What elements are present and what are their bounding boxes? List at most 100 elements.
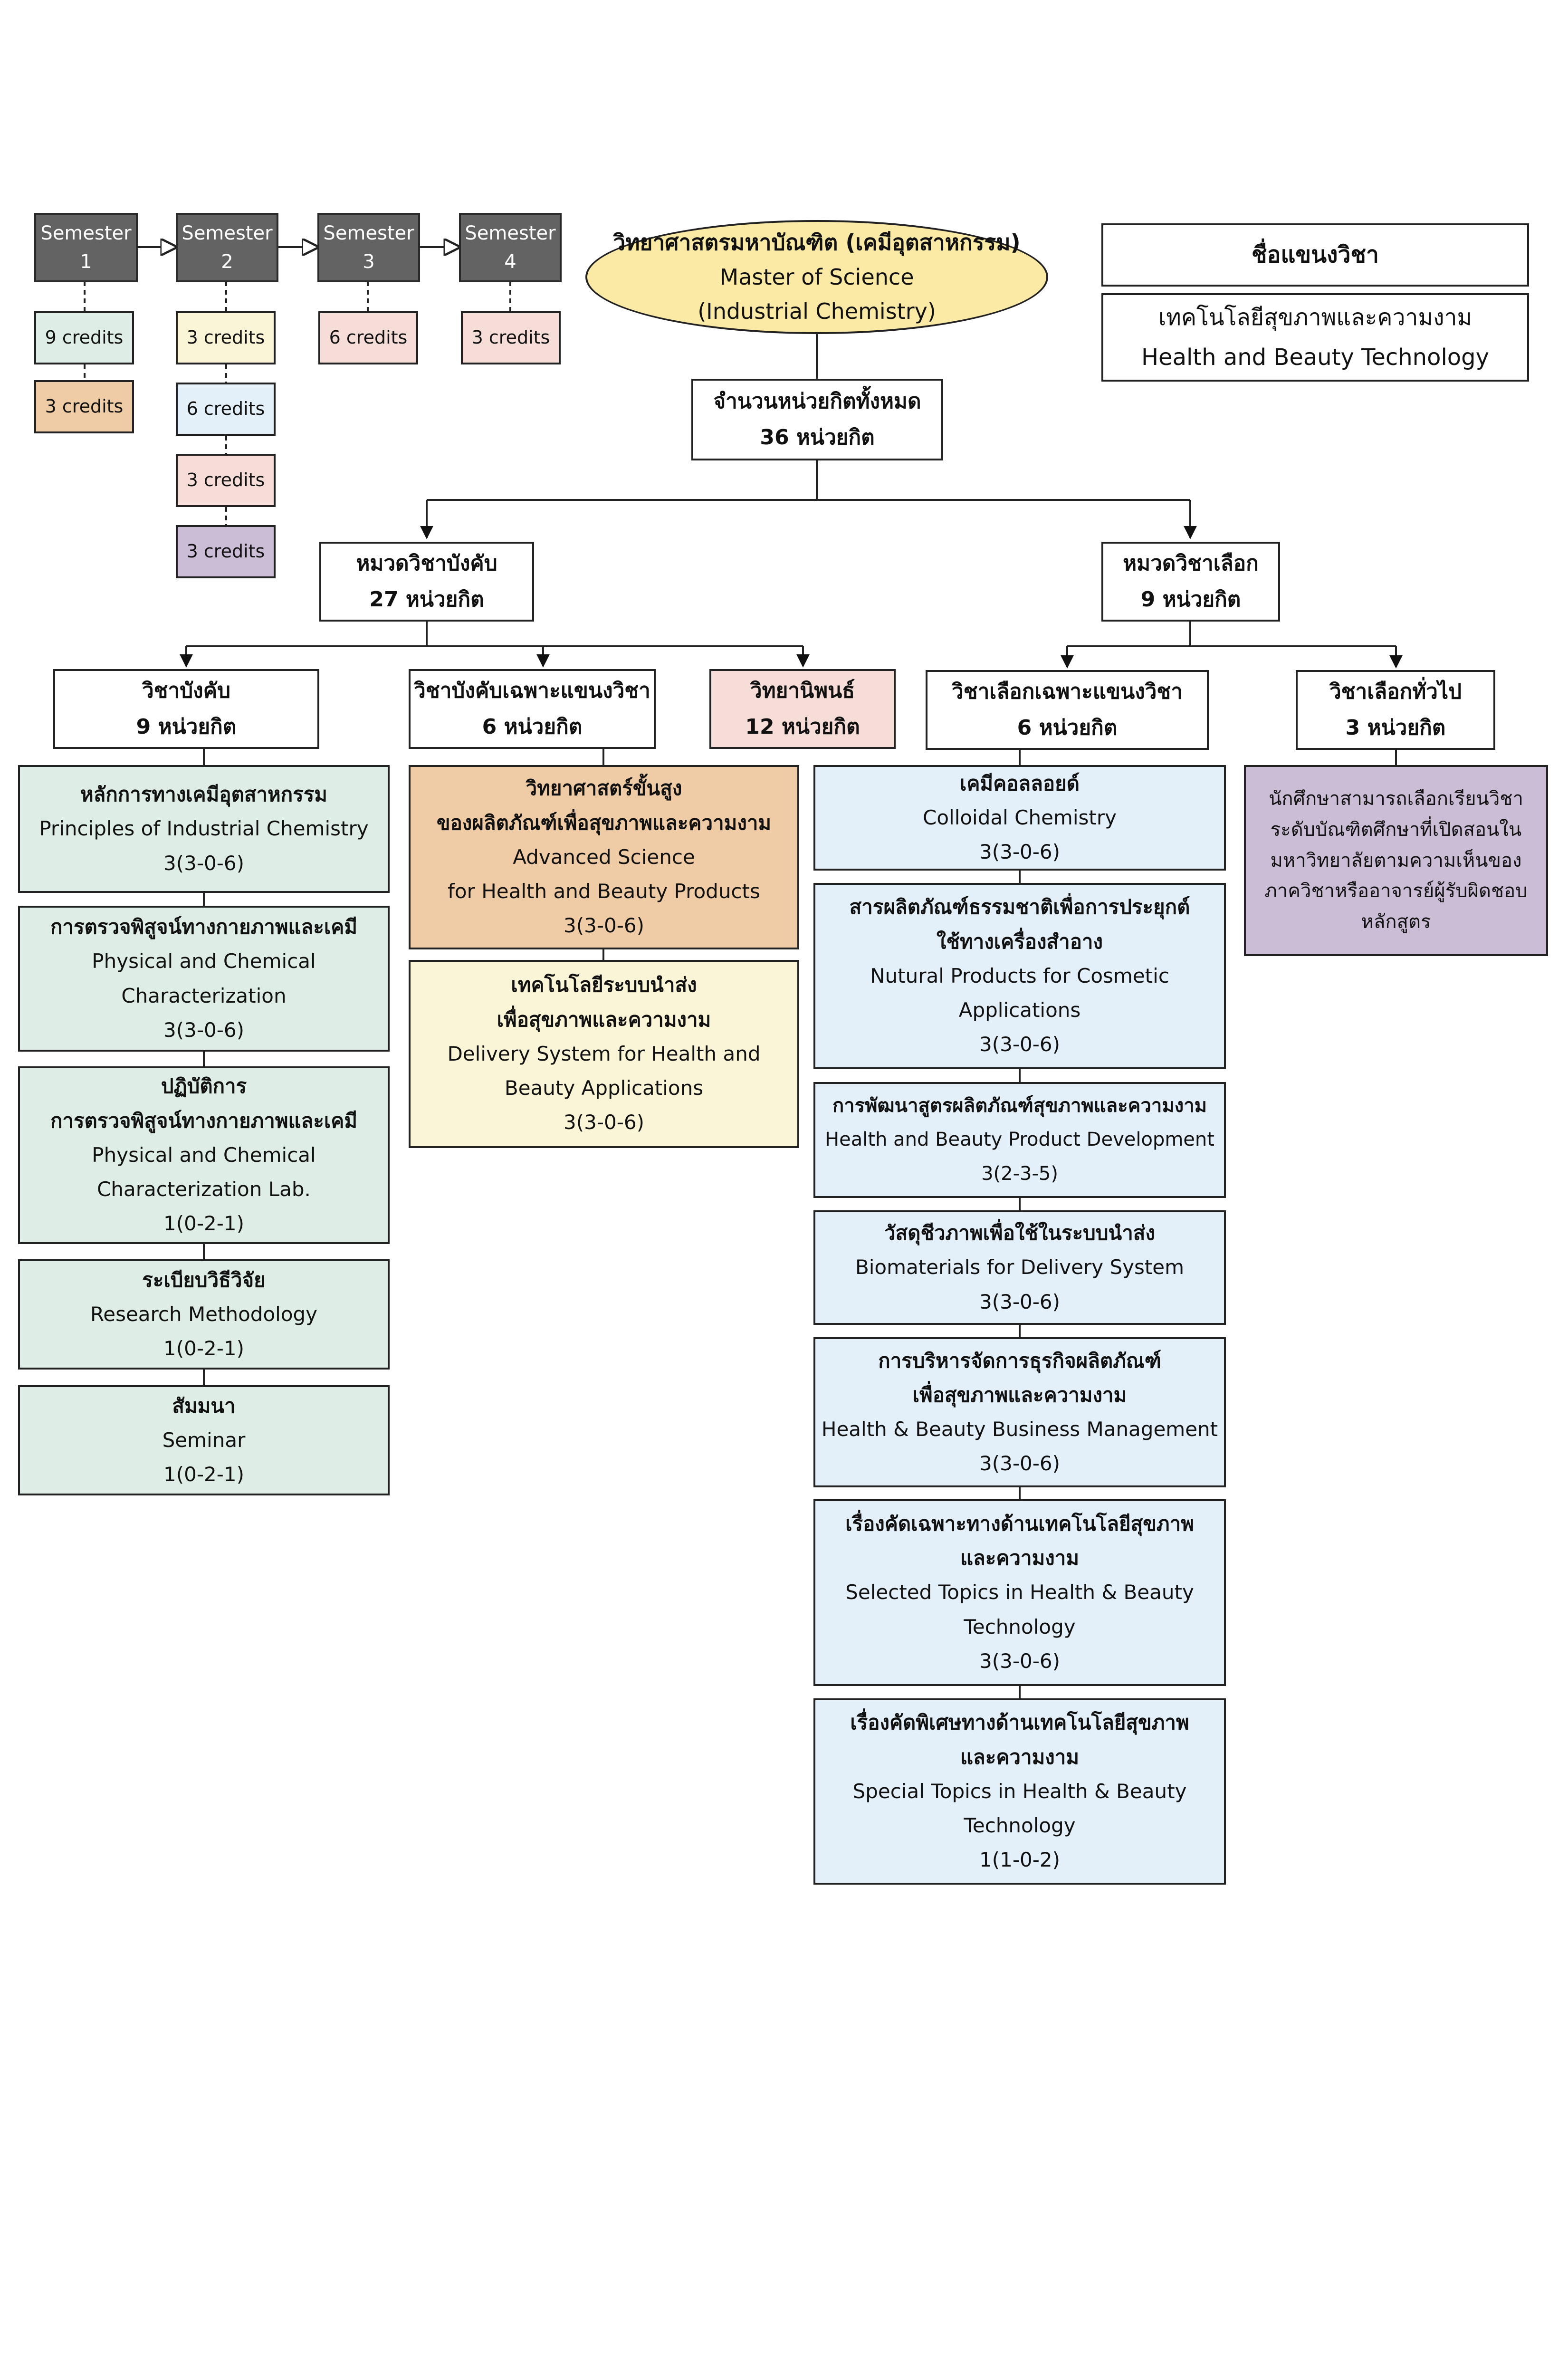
course-name-th: การตรวจพิสูจน์ทางกายภาพและเคมี	[50, 1109, 358, 1132]
course-name-en: Applications	[958, 998, 1081, 1022]
course-name-th: เรื่องคัดเฉพาะทางด้านเทคโนโลยีสุขภาพ	[845, 1512, 1194, 1535]
course-credits: 1(1-0-2)	[979, 1848, 1060, 1872]
course-name-th: ใช้ทางเครื่องสำอาง	[936, 929, 1103, 953]
course-credits: 3(3-0-6)	[564, 914, 644, 938]
course-name-th: วัสดุชีวภาพเพื่อใช้ในระบบนำส่ง	[884, 1221, 1155, 1245]
program-title-en: Master of Science	[719, 264, 914, 290]
course-name-th: เพื่อสุขภาพและความงาม	[497, 1007, 711, 1031]
course-name-th: การบริหารจัดการธุรกิจผลิตภัณฑ์	[878, 1349, 1161, 1372]
credit-box-s1-green: 9 credits	[34, 311, 134, 364]
course-name-en: Health & Beauty Business Management	[821, 1418, 1218, 1441]
course-credits: 1(0-2-1)	[163, 1463, 244, 1486]
semester-4-box: Semester 4	[459, 213, 562, 282]
elective-general-label: วิชาเลือกทั่วไป	[1329, 680, 1462, 704]
course-box: เรื่องคัดเฉพาะทางด้านเทคโนโลยีสุขภาพ และ…	[813, 1499, 1226, 1686]
semester-1-box: Semester 1	[34, 213, 138, 282]
course-box: สัมมนา Seminar 1(0-2-1)	[18, 1385, 390, 1495]
course-name-th: สารผลิตภัณฑ์ธรรมชาติเพื่อการประยุกต์	[849, 895, 1190, 919]
course-name-th: ระเบียบวิธีวิจัย	[142, 1268, 266, 1292]
course-credits: 3(3-0-6)	[163, 851, 244, 875]
program-title-th: วิทยาศาสตรมหาบัณฑิต (เคมีอุตสาหกรรม)	[613, 229, 1021, 255]
course-name-en: Characterization	[121, 984, 287, 1007]
course-name-en: Special Topics in Health & Beauty	[852, 1779, 1187, 1803]
credit-box-s2-purple: 3 credits	[176, 525, 276, 578]
credit-box-s1-orange: 3 credits	[34, 380, 134, 433]
course-credits: 1(0-2-1)	[163, 1212, 244, 1236]
course-name-th: วิทยาศาสตร์ขั้นสูง	[526, 776, 682, 800]
course-box: เคมีคอลลอยด์ Colloidal Chemistry 3(3-0-6…	[813, 765, 1226, 871]
course-name-en: Seminar	[162, 1428, 246, 1452]
course-credits: 3(3-0-6)	[979, 840, 1060, 864]
required-core-credits: 9 หน่วยกิต	[136, 715, 237, 739]
thesis-label: วิทยานิพนธ์	[750, 679, 855, 703]
track-name-box: เทคโนโลยีสุขภาพและความงาม Health and Bea…	[1101, 293, 1529, 382]
note-line: ภาควิชาหรืออาจารย์ผู้รับผิดชอบ	[1264, 880, 1528, 902]
course-name-en: Technology	[964, 1814, 1076, 1838]
course-name-th: เคมีคอลลอยด์	[959, 771, 1080, 795]
required-core-label: วิชาบังคับ	[142, 679, 231, 703]
course-name-en: Delivery System for Health and	[447, 1042, 761, 1065]
total-credits-value: 36 หน่วยกิต	[760, 425, 875, 450]
course-name-th: การพัฒนาสูตรผลิตภัณฑ์สุขภาพและความงาม	[832, 1095, 1207, 1117]
semester-number: 4	[504, 251, 516, 273]
elective-group-box: หมวดวิชาเลือก 9 หน่วยกิต	[1101, 542, 1280, 622]
semester-number: 3	[363, 251, 375, 273]
required-core-box: วิชาบังคับ 9 หน่วยกิต	[53, 669, 319, 749]
elective-track-box: วิชาเลือกเฉพาะแขนงวิชา 6 หน่วยกิต	[926, 670, 1209, 750]
course-name-en: Characterization Lab.	[97, 1178, 311, 1201]
course-box: สารผลิตภัณฑ์ธรรมชาติเพื่อการประยุกต์ ใช้…	[813, 883, 1226, 1069]
course-box: ระเบียบวิธีวิจัย Research Methodology 1(…	[18, 1259, 390, 1370]
general-elective-note: นักศึกษาสามารถเลือกเรียนวิชา ระดับบัณฑิต…	[1244, 765, 1548, 956]
required-track-box: วิชาบังคับเฉพาะแขนงวิชา 6 หน่วยกิต	[409, 669, 656, 749]
total-credits-box: จำนวนหน่วยกิตทั้งหมด 36 หน่วยกิต	[691, 379, 943, 460]
elective-track-credits: 6 หน่วยกิต	[1017, 716, 1118, 740]
credit-box-s2-yellow: 3 credits	[176, 311, 276, 364]
course-name-en: Physical and Chemical	[92, 1143, 316, 1167]
course-credits: 3(2-3-5)	[981, 1162, 1058, 1185]
course-credits: 1(0-2-1)	[163, 1337, 244, 1360]
course-name-th: สัมมนา	[172, 1394, 236, 1418]
course-name-th: หลักการทางเคมีอุตสาหกรรม	[80, 783, 327, 806]
course-box: การตรวจพิสูจน์ทางกายภาพและเคมี Physical …	[18, 906, 390, 1052]
course-name-en: Physical and Chemical	[92, 949, 316, 973]
course-box: การบริหารจัดการธุรกิจผลิตภัณฑ์ เพื่อสุขภ…	[813, 1337, 1226, 1487]
course-name-th: เพื่อสุขภาพและความงาม	[912, 1383, 1127, 1407]
required-track-credits: 6 หน่วยกิต	[482, 715, 583, 739]
required-group-label: หมวดวิชาบังคับ	[356, 551, 497, 576]
course-box: หลักการทางเคมีอุตสาหกรรม Principles of I…	[18, 765, 390, 893]
course-name-en: Biomaterials for Delivery System	[855, 1255, 1185, 1279]
course-box: การพัฒนาสูตรผลิตภัณฑ์สุขภาพและความงาม He…	[813, 1082, 1226, 1198]
elective-group-credits: 9 หน่วยกิต	[1140, 587, 1241, 612]
course-name-en: Health and Beauty Product Development	[825, 1129, 1214, 1151]
course-box: เทคโนโลยีระบบนำส่ง เพื่อสุขภาพและความงาม…	[409, 960, 799, 1148]
course-credits: 3(3-0-6)	[979, 1033, 1060, 1056]
note-line: นักศึกษาสามารถเลือกเรียนวิชา	[1269, 788, 1523, 810]
track-name-en: Health and Beauty Technology	[1141, 344, 1490, 371]
elective-group-label: หมวดวิชาเลือก	[1123, 551, 1259, 576]
course-credits: 3(3-0-6)	[979, 1649, 1060, 1673]
course-name-en: Advanced Science	[513, 845, 695, 869]
course-credits: 3(3-0-6)	[564, 1111, 644, 1134]
course-credits: 3(3-0-6)	[979, 1290, 1060, 1313]
course-box: ปฏิบัติการ การตรวจพิสูจน์ทางกายภาพและเคม…	[18, 1066, 390, 1244]
semester-label: Semester	[323, 222, 414, 244]
elective-general-box: วิชาเลือกทั่วไป 3 หน่วยกิต	[1296, 670, 1495, 750]
note-line: หลักสูตร	[1361, 911, 1431, 933]
note-line: ระดับบัณฑิตศึกษาที่เปิดสอนใน	[1270, 818, 1522, 841]
total-credits-label: จำนวนหน่วยกิตทั้งหมด	[713, 389, 921, 414]
course-name-th: เรื่องคัดพิเศษทางด้านเทคโนโลยีสุขภาพ	[850, 1711, 1189, 1734]
semester-number: 2	[221, 251, 233, 273]
track-label-box: ชื่อแขนงวิชา	[1101, 223, 1529, 287]
thesis-credits: 12 หน่วยกิต	[745, 715, 860, 739]
note-line: มหาวิทยาลัยตามความเห็นของ	[1270, 849, 1522, 872]
thesis-box: วิทยานิพนธ์ 12 หน่วยกิต	[709, 669, 896, 749]
course-box: วัสดุชีวภาพเพื่อใช้ในระบบนำส่ง Biomateri…	[813, 1210, 1226, 1325]
course-box: วิทยาศาสตร์ขั้นสูง ของผลิตภัณฑ์เพื่อสุขภ…	[409, 765, 799, 949]
course-credits: 3(3-0-6)	[979, 1452, 1060, 1475]
course-name-en: Colloidal Chemistry	[923, 805, 1117, 829]
course-name-th: และความงาม	[960, 1546, 1080, 1570]
credit-box-s2-pink: 3 credits	[176, 454, 276, 507]
credit-box-s4-pink: 3 credits	[461, 311, 561, 364]
semester-3-box: Semester 3	[317, 213, 420, 282]
